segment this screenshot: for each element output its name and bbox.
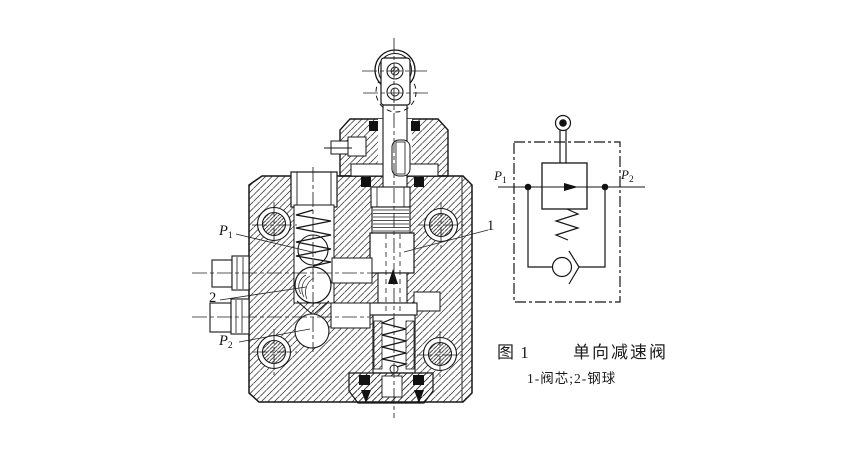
seal-ring bbox=[359, 375, 370, 385]
leader-p1 bbox=[235, 233, 317, 254]
figure-caption: 图 1 单向减速阀 bbox=[497, 338, 668, 363]
section-view bbox=[192, 38, 489, 418]
bottom-end-cap bbox=[348, 372, 434, 404]
bypass-line-left bbox=[527, 187, 552, 268]
figure-title: 单向减速阀 bbox=[573, 343, 668, 362]
lower-port-bore bbox=[294, 313, 330, 349]
label-part2: 2 bbox=[209, 290, 217, 306]
label-p1: P1 bbox=[219, 223, 233, 241]
metering-notch-arrow bbox=[388, 269, 398, 284]
cross-passage-upper bbox=[331, 257, 373, 284]
check-valve-ball bbox=[551, 256, 573, 278]
schematic-label-p1: P1 bbox=[494, 168, 507, 186]
roller-actuator bbox=[374, 49, 417, 113]
flow-arrow bbox=[564, 183, 578, 191]
seal-ring bbox=[413, 375, 424, 385]
seal-ring bbox=[414, 177, 424, 187]
top-hex-plug bbox=[290, 171, 338, 208]
leader-lines bbox=[219, 229, 489, 343]
upper-housing bbox=[324, 104, 449, 191]
seal-ring bbox=[411, 121, 420, 131]
leader-part2 bbox=[219, 286, 307, 301]
hydraulic-schematic bbox=[498, 114, 645, 303]
enclosure-frame bbox=[513, 141, 621, 303]
leader-p2 bbox=[238, 328, 311, 343]
schematic-label-p2: P2 bbox=[621, 167, 634, 185]
leader-part1 bbox=[403, 229, 489, 253]
port-plug-p2 bbox=[209, 298, 250, 335]
cross-passage-lower bbox=[330, 302, 371, 329]
check-valve-seat bbox=[568, 250, 580, 285]
check-spring bbox=[295, 209, 332, 267]
figure-legend: 1-阀芯;2-钢球 bbox=[527, 371, 617, 386]
seal-ring bbox=[361, 177, 371, 187]
label-part1: 1 bbox=[487, 218, 495, 234]
bypass-line-right bbox=[579, 187, 606, 268]
label-p2: P2 bbox=[219, 333, 233, 351]
grooved-section bbox=[371, 206, 411, 234]
figure-number: 图 1 bbox=[497, 343, 530, 362]
spring-symbol bbox=[554, 208, 580, 241]
center-lines bbox=[192, 38, 464, 418]
seal-ring bbox=[369, 121, 378, 131]
